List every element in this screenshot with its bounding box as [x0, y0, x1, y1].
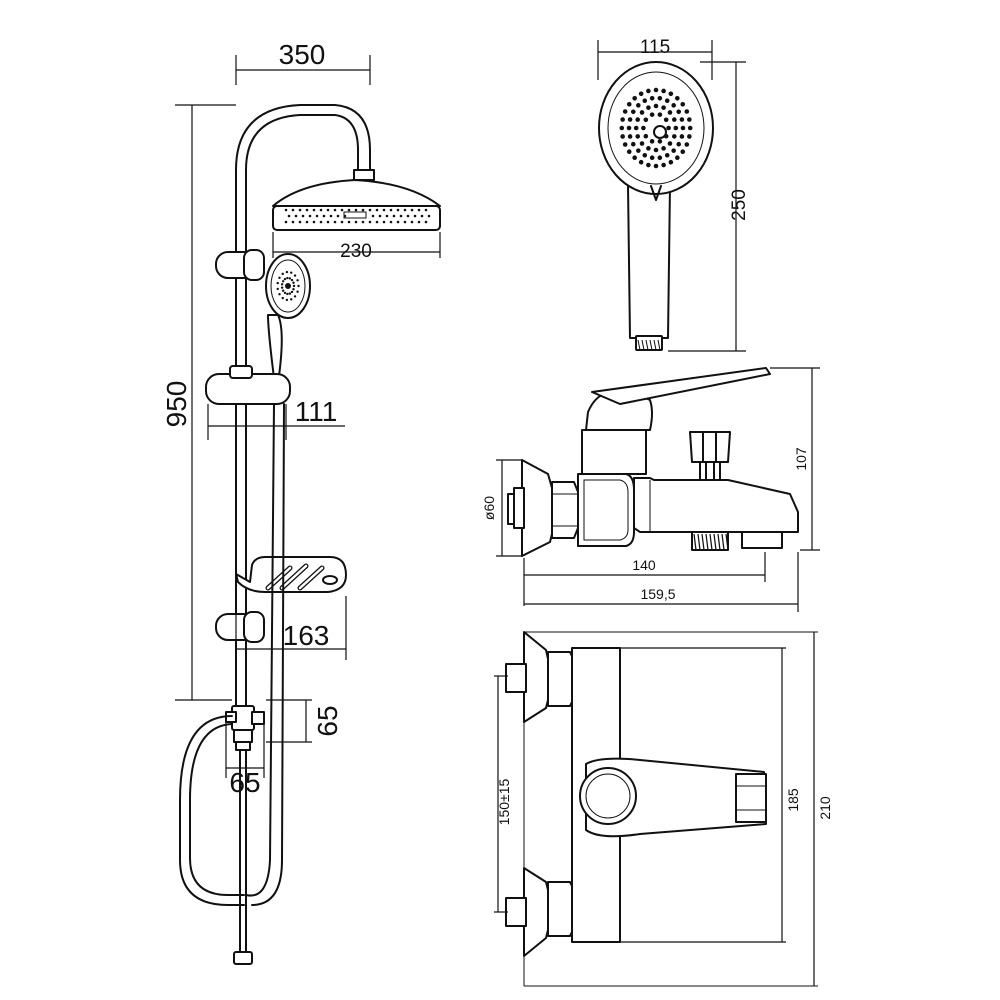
dim-holder-offset: 111	[295, 396, 338, 427]
dim-flange-diameter: ø60	[481, 496, 497, 520]
soap-dish	[235, 556, 347, 593]
mixer-top-dimensions: 150±15 185 210	[494, 632, 833, 986]
dim-mixer-depth: 140	[632, 557, 656, 573]
column-hand-shower	[265, 253, 311, 379]
dim-soap-dish-depth: 163	[283, 620, 330, 651]
hand-shower-dimensions: 115 250	[597, 37, 750, 352]
overhead-shower	[272, 179, 441, 231]
mixer-top-view	[505, 631, 818, 987]
dim-hand-length: 250	[729, 189, 750, 221]
dim-mixer-overall-depth: 159,5	[640, 586, 675, 602]
lower-wall-bracket	[215, 611, 265, 643]
dim-body-width: 185	[785, 788, 801, 812]
column-dimensions: 350 230 950 111 163 65 65	[161, 39, 441, 798]
dim-mixer-height: 107	[793, 447, 809, 471]
hand-shower-detail	[598, 61, 714, 351]
dim-diverter-width: 65	[229, 767, 260, 798]
diverter	[225, 705, 265, 751]
dim-arm-length: 350	[279, 39, 326, 70]
dim-overall-width: 210	[817, 796, 833, 820]
dim-overhead-diameter: 230	[340, 241, 372, 262]
dim-diverter-height: 65	[312, 705, 343, 736]
upper-wall-bracket	[215, 249, 265, 281]
shower-column	[179, 104, 441, 965]
dim-inlet-spacing: 150±15	[496, 778, 512, 825]
mixer-side-view	[507, 367, 799, 557]
mixer-side-dimensions: ø60 107 140 159,5	[481, 367, 820, 612]
dim-total-height: 950	[161, 381, 192, 428]
dim-hand-head-width: 115	[640, 37, 670, 58]
sliding-holder	[205, 365, 291, 410]
